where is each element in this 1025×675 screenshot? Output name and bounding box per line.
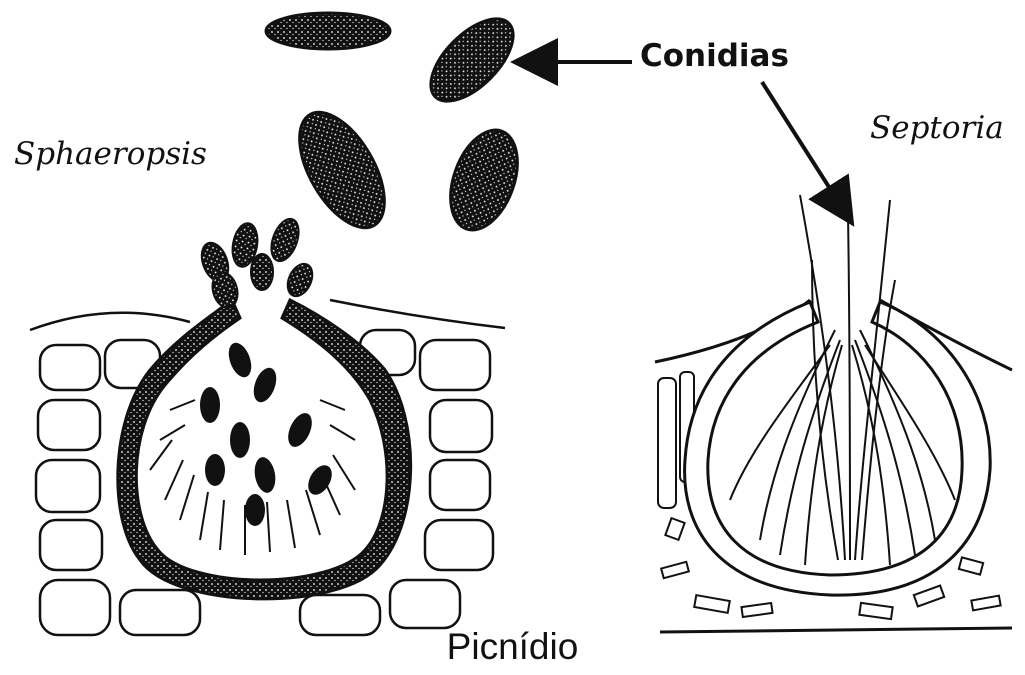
septoria-pycnidium xyxy=(655,195,1012,632)
label-conidias: Conidias xyxy=(640,38,789,74)
ostiole-conidia xyxy=(197,215,317,310)
filiform-conidia xyxy=(730,195,955,565)
free-conidia xyxy=(266,5,530,242)
label-sphaeropsis: Sphaeropsis xyxy=(14,136,207,172)
sphaeropsis-wall xyxy=(118,300,411,599)
label-septoria: Septoria xyxy=(870,110,1004,146)
conidium-4 xyxy=(438,121,530,239)
sphaeropsis-pycnidium xyxy=(30,215,505,635)
caption-picnidio: Picnídio xyxy=(0,625,1025,669)
conidium-2 xyxy=(417,5,527,115)
arrow-to-septoria-conidia xyxy=(762,82,850,220)
internal-conidia xyxy=(200,340,337,526)
conidium-3 xyxy=(282,99,401,242)
conidium-1 xyxy=(266,13,390,49)
